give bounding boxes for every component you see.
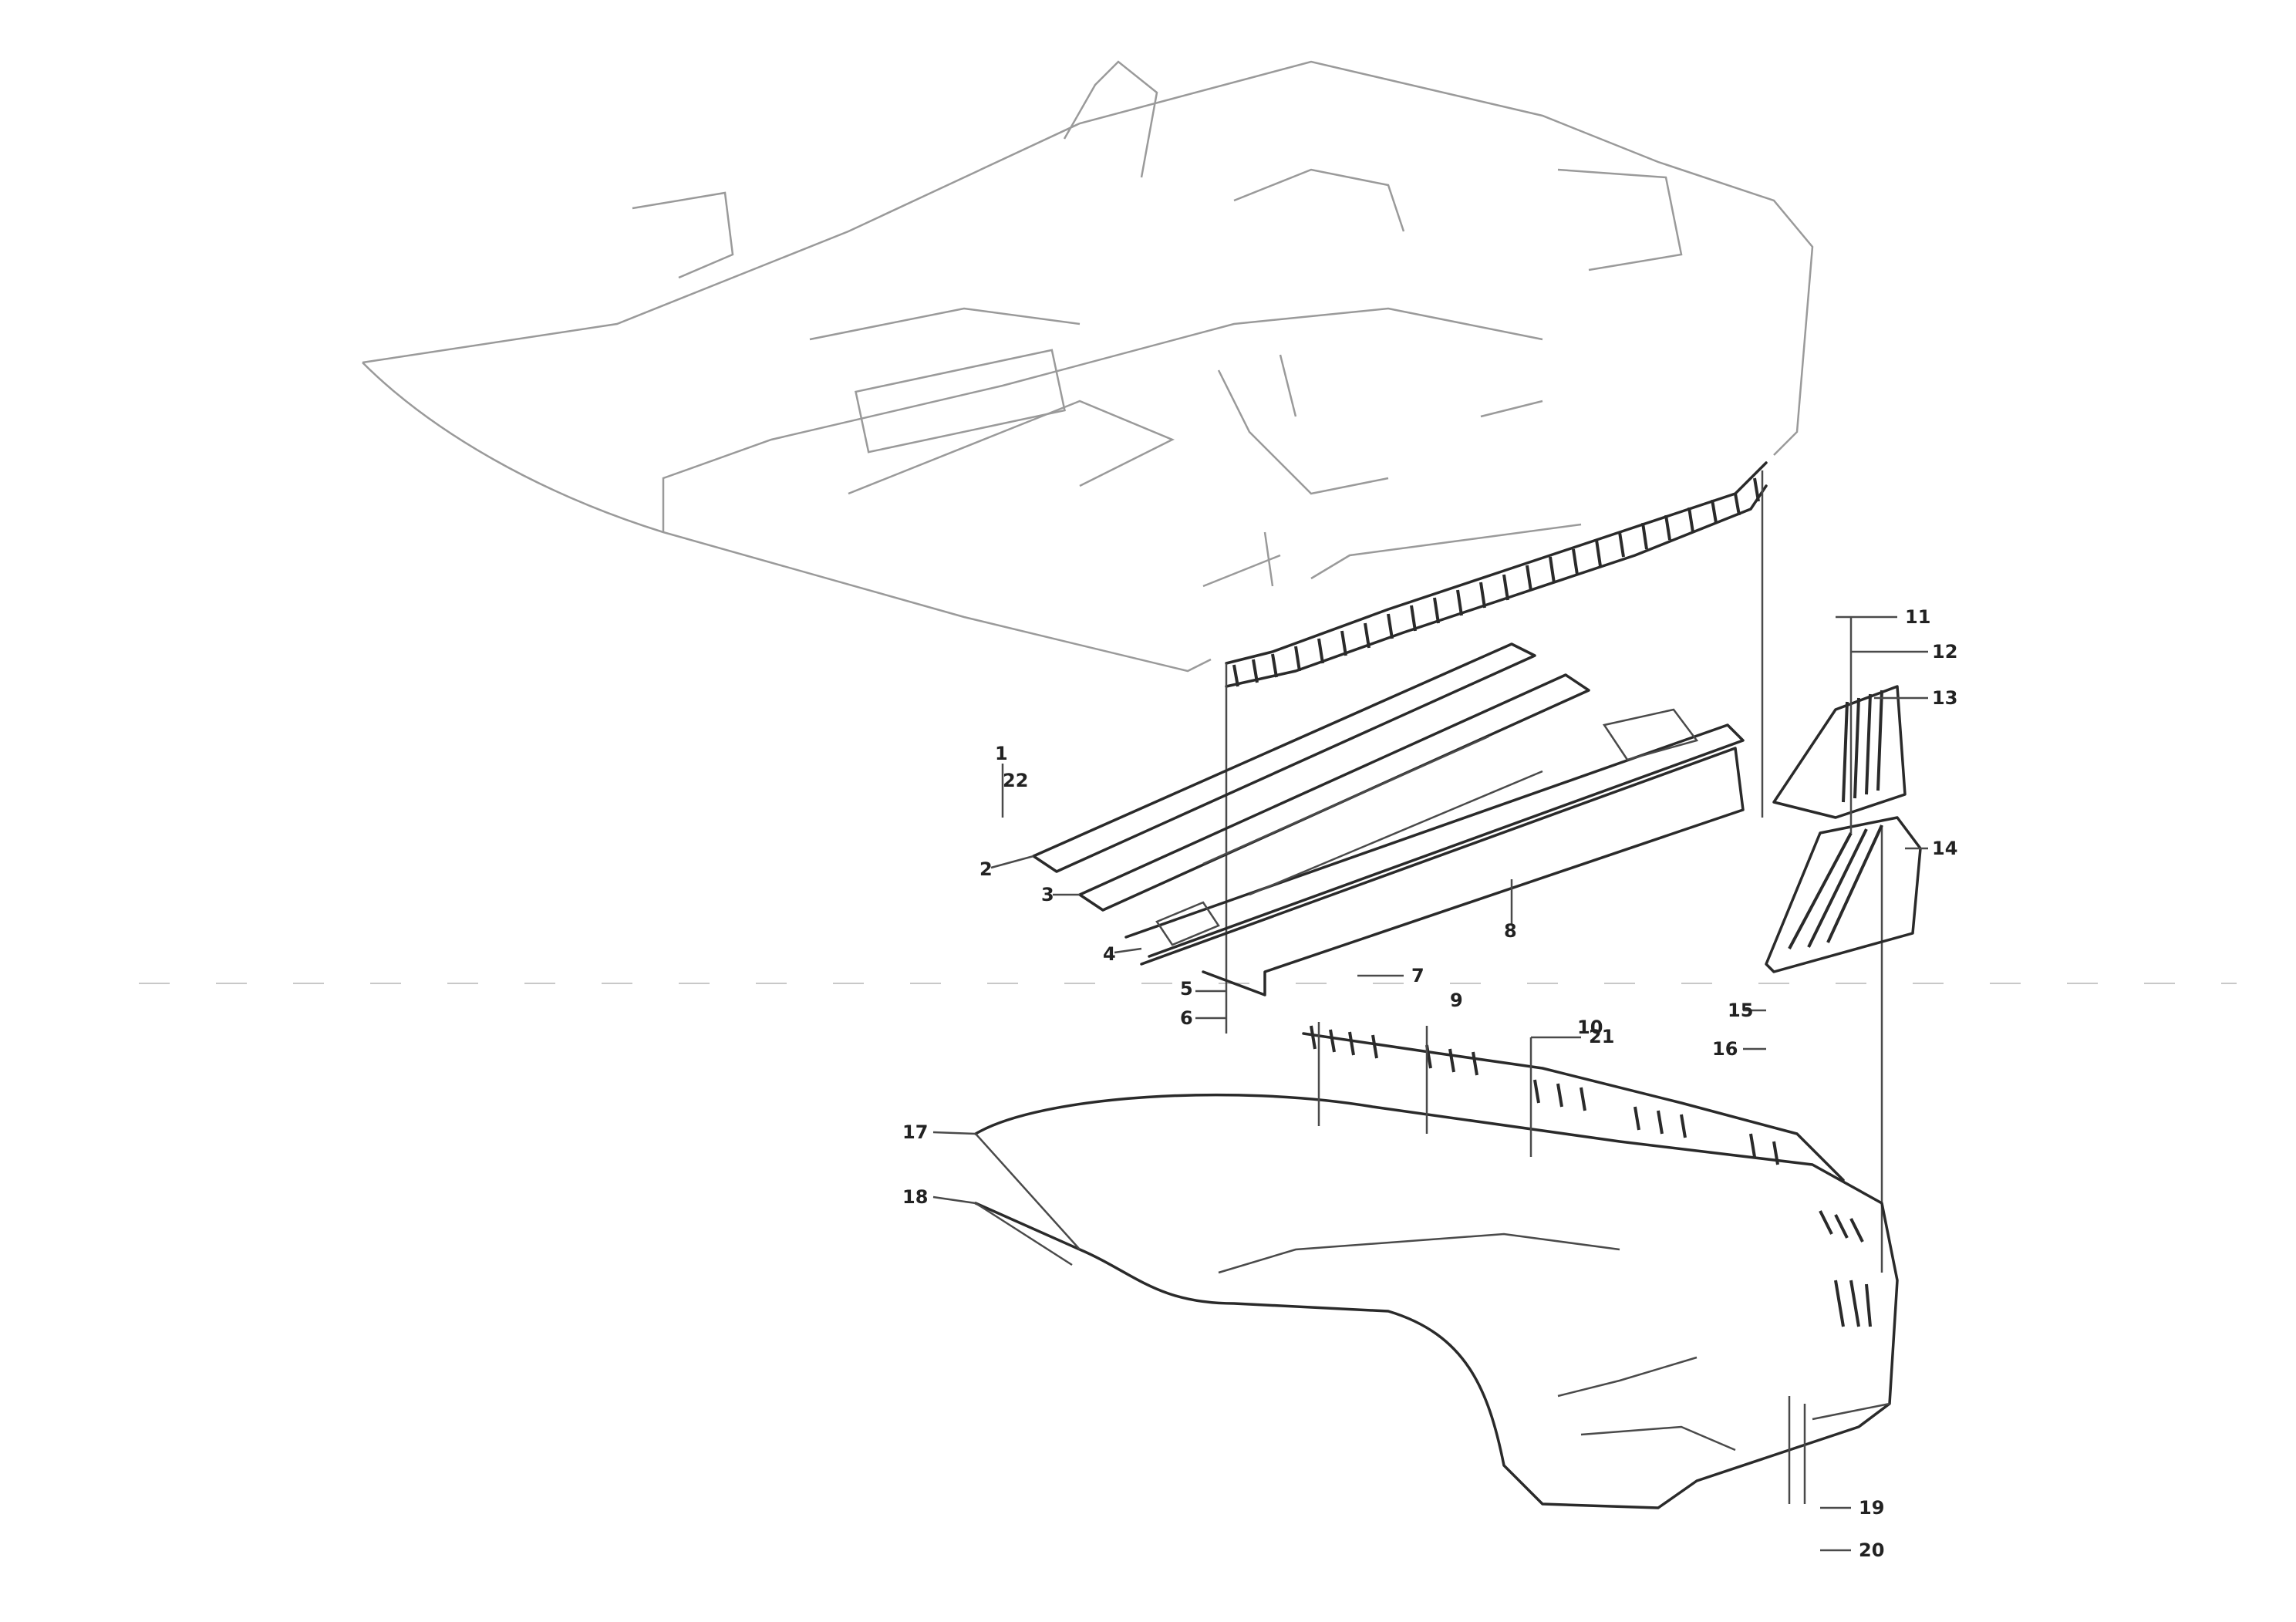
callout-leaders [932, 764, 1851, 1552]
callout-6: 6 [1180, 1007, 1193, 1029]
callout-20: 20 [1859, 1539, 1884, 1561]
upper-frame [362, 60, 1814, 673]
callout-12: 12 [1932, 641, 1957, 663]
callout-5: 5 [1180, 978, 1193, 1000]
callout-1: 1 [995, 743, 1008, 764]
lower-cover-plate [974, 1093, 1899, 1509]
callout-3: 3 [1041, 884, 1054, 905]
callout-14: 14 [1932, 838, 1957, 859]
callout-17: 17 [902, 1121, 928, 1143]
callout-21: 21 [1589, 1026, 1614, 1047]
callout-2: 2 [979, 858, 993, 880]
bolt-row-lower [1302, 1022, 1845, 1182]
walkway-plates [1032, 642, 1745, 996]
counterweight-edge [1225, 461, 1768, 688]
callout-13: 13 [1932, 687, 1957, 709]
side-step-bracket [1765, 615, 1928, 973]
callout-11: 11 [1905, 606, 1930, 628]
callout-16: 16 [1712, 1038, 1738, 1060]
callout-8: 8 [1504, 920, 1517, 942]
callout-19: 19 [1859, 1497, 1884, 1519]
callout-7: 7 [1411, 965, 1424, 986]
callout-4: 4 [1103, 943, 1116, 965]
callout-10: 10 [1577, 1017, 1603, 1038]
callout-15: 15 [1728, 1000, 1753, 1021]
callout-labels: 1 2 3 4 5 6 7 8 9 10 11 12 13 14 15 16 1… [902, 606, 1957, 1561]
callout-22: 22 [1003, 770, 1028, 791]
callout-18: 18 [902, 1186, 928, 1208]
callout-9: 9 [1450, 990, 1463, 1011]
